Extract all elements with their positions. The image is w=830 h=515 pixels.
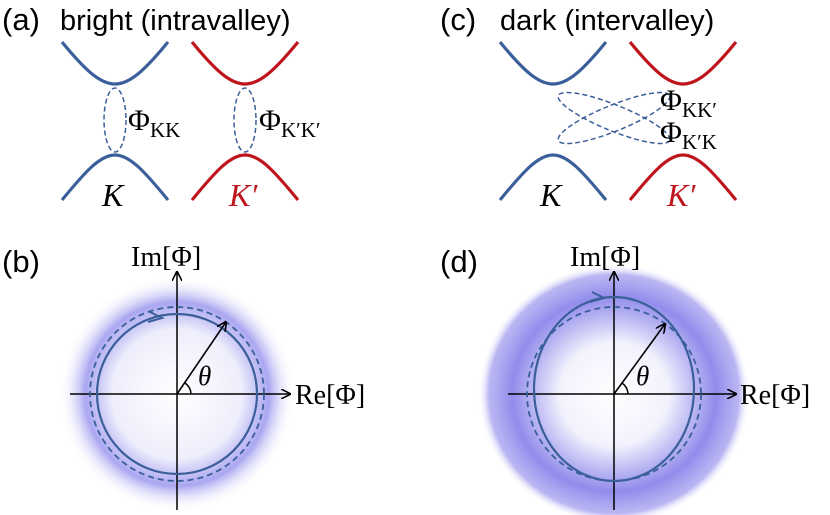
orbit-arrow-d xyxy=(589,291,607,303)
kprime-exciton-ellipse xyxy=(233,87,257,153)
kprime-valence-band-c xyxy=(628,153,738,202)
panel-c-title: dark (intervalley) xyxy=(500,5,714,37)
phi-kk-label: ΦKK xyxy=(128,104,180,142)
panel-b-label: (b) xyxy=(2,244,40,279)
panel-d: (d) θ Im[Φ] Re[Φ] xyxy=(440,242,810,515)
angle-arc-b xyxy=(184,382,192,395)
kprime-conduction-band xyxy=(190,40,300,86)
panel-a-label: (a) xyxy=(2,2,40,37)
valley-kprime-label: K′ xyxy=(228,177,258,213)
theta-label-b: θ xyxy=(198,361,211,391)
k-valence-band xyxy=(60,153,170,202)
k-exciton-ellipse xyxy=(103,87,127,153)
panel-b: (b) θ Im[Φ] Re[Φ] xyxy=(2,242,365,512)
radius-vector-b xyxy=(176,322,226,395)
angle-arc-d xyxy=(621,382,629,395)
valley-k-label-c: K xyxy=(539,177,563,213)
panel-c: (c) dark (intervalley) ΦKK′ ΦK′K K K′ xyxy=(440,2,738,213)
intervalley-ellipse-2 xyxy=(557,91,671,145)
k-conduction-band xyxy=(60,40,170,86)
radius-vector-d xyxy=(613,324,665,395)
k-valence-band-c xyxy=(498,153,608,202)
dashed-circle-d xyxy=(526,306,702,482)
panel-c-label: (c) xyxy=(440,2,476,37)
y-axis-label-d: Im[Φ] xyxy=(570,242,640,273)
solid-ellipse-d xyxy=(532,295,696,483)
phi-kpk-label: ΦK′K xyxy=(660,116,717,154)
phi-kpkp-label: ΦK′K′ xyxy=(259,104,320,142)
y-axis-label-b: Im[Φ] xyxy=(131,242,201,273)
kprime-valence-band xyxy=(190,153,300,202)
phi-kkp-label: ΦKK′ xyxy=(660,84,717,122)
orbit-arrow-b xyxy=(147,311,165,323)
panel-d-label: (d) xyxy=(440,244,478,279)
valley-k-label: K xyxy=(101,177,125,213)
intervalley-ellipse-1 xyxy=(557,91,671,145)
panel-a: (a) bright (intravalley) ΦKK ΦK′K′ K K′ xyxy=(2,2,320,213)
theta-label-d: θ xyxy=(636,361,649,391)
dashed-circle-b xyxy=(89,306,265,482)
solid-circle-b xyxy=(95,312,259,476)
kprime-conduction-band-c xyxy=(628,40,738,86)
k-conduction-band-c xyxy=(498,40,608,86)
valley-kprime-label-c: K′ xyxy=(666,177,696,213)
panel-a-title: bright (intravalley) xyxy=(60,5,290,37)
x-axis-label-b: Re[Φ] xyxy=(295,380,365,411)
x-axis-label-d: Re[Φ] xyxy=(740,380,810,411)
